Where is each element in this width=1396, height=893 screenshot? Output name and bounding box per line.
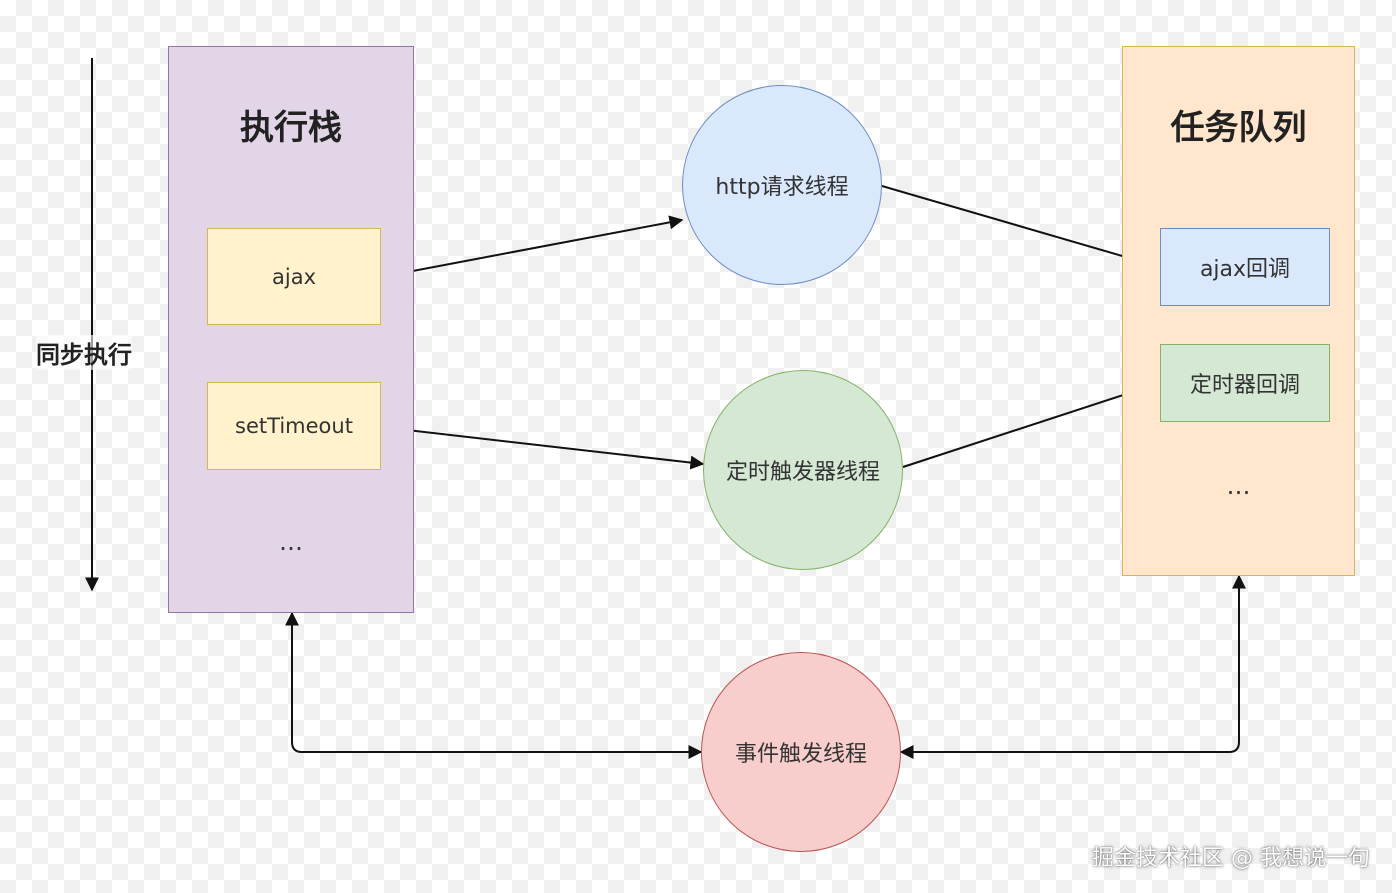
event-trigger-thread-node: 事件触发线程: [701, 652, 901, 852]
queue-item-timer-callback: 定时器回调: [1160, 344, 1330, 422]
stack-item-settimeout: setTimeout: [207, 382, 381, 470]
watermark: 掘金技术社区 @ 我想说一句: [1092, 846, 1370, 871]
timer-trigger-thread-node: 定时触发器线程: [703, 370, 903, 570]
execution-stack-title: 执行栈: [240, 108, 342, 148]
http-request-thread-node: http请求线程: [682, 85, 882, 285]
arrow-event-queue: [899, 574, 1246, 759]
execution-stack-panel: [168, 46, 414, 613]
stack-item-ajax: ajax: [207, 228, 381, 325]
arrow-timer-to-timer-callback: [902, 380, 1162, 468]
queue-item-ajax-callback: ajax回调: [1160, 228, 1330, 306]
arrow-http-to-ajax-callback: [881, 185, 1162, 271]
task-queue-title: 任务队列: [1170, 108, 1307, 148]
arrow-event-stack: [285, 611, 703, 759]
task-queue-panel: [1122, 46, 1355, 576]
arrow-settimeout-to-timer: [380, 426, 705, 470]
sync-execution-label: 同步执行: [36, 335, 132, 370]
arrow-ajax-to-http: [380, 215, 684, 278]
stack-ellipsis: …: [279, 528, 303, 556]
queue-ellipsis: …: [1226, 472, 1251, 500]
